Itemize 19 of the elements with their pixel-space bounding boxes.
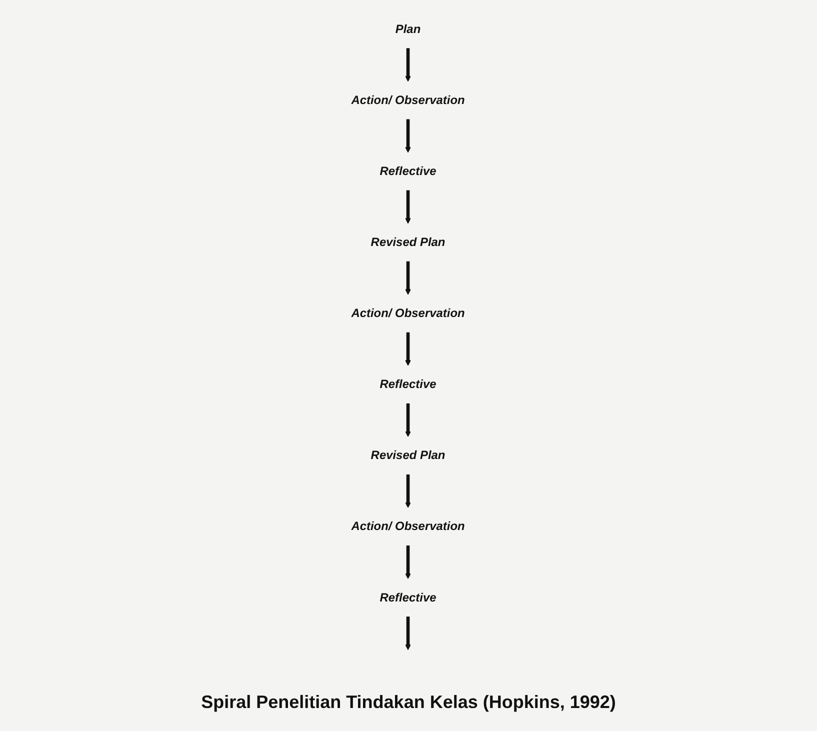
node-text: Revised Plan bbox=[371, 448, 446, 462]
node-text: Reflective bbox=[380, 378, 437, 391]
arrow bbox=[406, 474, 412, 508]
arrow bbox=[406, 261, 412, 295]
arrow bbox=[406, 616, 412, 650]
arrow bbox=[406, 403, 412, 437]
arrow bbox=[406, 332, 412, 366]
caption: Spiral Penelitian Tindakan Kelas (Hopkins, 1992) bbox=[200, 692, 617, 713]
arrow bbox=[406, 546, 412, 579]
node-text: Plan bbox=[396, 22, 422, 36]
node-text: Revised Plan bbox=[371, 235, 446, 249]
node-text: Reflective bbox=[380, 590, 437, 604]
arrow bbox=[406, 48, 412, 82]
node-text: Action/ Observation bbox=[352, 306, 466, 320]
node-text: Reflective bbox=[380, 164, 437, 178]
node-text: Action/ Observation bbox=[352, 520, 466, 533]
arrow bbox=[406, 190, 412, 224]
node-text: Action/ Observation bbox=[352, 93, 466, 107]
arrow bbox=[406, 119, 412, 153]
